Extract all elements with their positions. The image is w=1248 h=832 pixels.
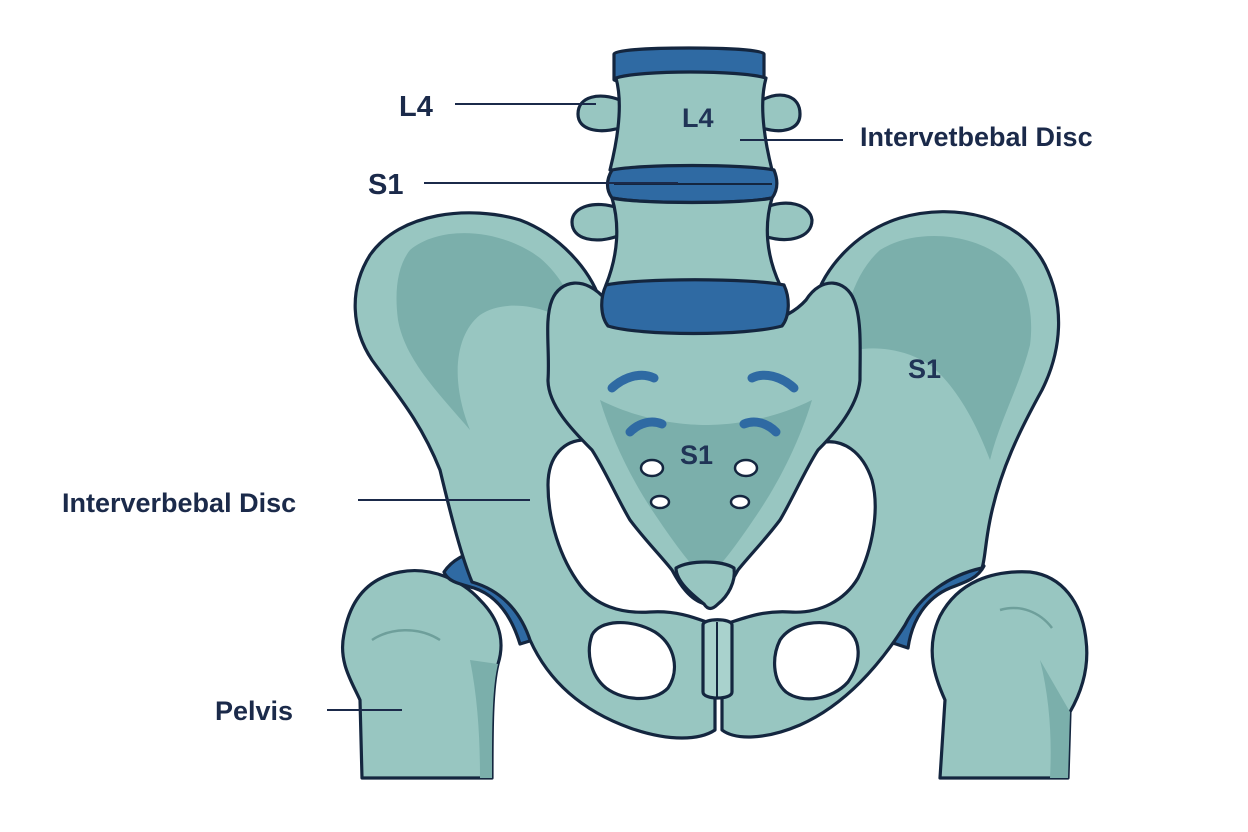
right-ilium-inner-shade bbox=[840, 236, 1032, 460]
label-pelvis: Pelvis bbox=[215, 696, 293, 726]
sacral-slit-lower-left bbox=[625, 417, 667, 437]
label-s1-left: S1 bbox=[368, 169, 403, 201]
label-intervertebral-disc-left: Interverbebal Disc bbox=[62, 488, 296, 518]
sacrum-shade bbox=[600, 400, 812, 580]
label-s1-ilium: S1 bbox=[908, 354, 941, 384]
l4-right-transverse-process bbox=[760, 93, 802, 133]
sacral-hole-1 bbox=[639, 458, 665, 478]
right-obturator-foramen bbox=[773, 621, 860, 701]
lumbar-spine bbox=[570, 46, 814, 336]
left-obturator-foramen bbox=[587, 620, 677, 700]
left-femur-highlight bbox=[371, 629, 441, 642]
sacral-slit-upper-right bbox=[747, 370, 799, 393]
sacral-slit-upper-left bbox=[607, 370, 659, 393]
sacrum bbox=[546, 281, 862, 611]
label-intervertebral-disc-right: Intervetbebal Disc bbox=[860, 122, 1093, 152]
lumbosacral-disc bbox=[600, 278, 790, 336]
right-femur-highlight bbox=[999, 606, 1053, 629]
sacral-hole-3 bbox=[649, 494, 671, 510]
label-l4-vertebra: L4 bbox=[682, 103, 714, 133]
label-s1-sacrum: S1 bbox=[680, 440, 713, 470]
left-ilium-inner-shade bbox=[396, 233, 580, 430]
pelvis-bone bbox=[353, 210, 1061, 740]
sacral-hole-2 bbox=[733, 458, 759, 478]
right-femur-shade bbox=[1040, 660, 1070, 778]
l5-right-transverse-process bbox=[762, 201, 814, 242]
label-l4-left: L4 bbox=[399, 91, 433, 123]
sacral-slit-lower-right bbox=[739, 417, 781, 437]
left-femur bbox=[341, 569, 503, 780]
sacral-hole-4 bbox=[729, 494, 751, 510]
right-femur bbox=[930, 570, 1089, 780]
l5-left-transverse-process bbox=[570, 202, 620, 242]
l4-left-transverse-process bbox=[576, 94, 622, 133]
left-femur-shade bbox=[470, 660, 498, 778]
coccyx bbox=[674, 560, 736, 611]
